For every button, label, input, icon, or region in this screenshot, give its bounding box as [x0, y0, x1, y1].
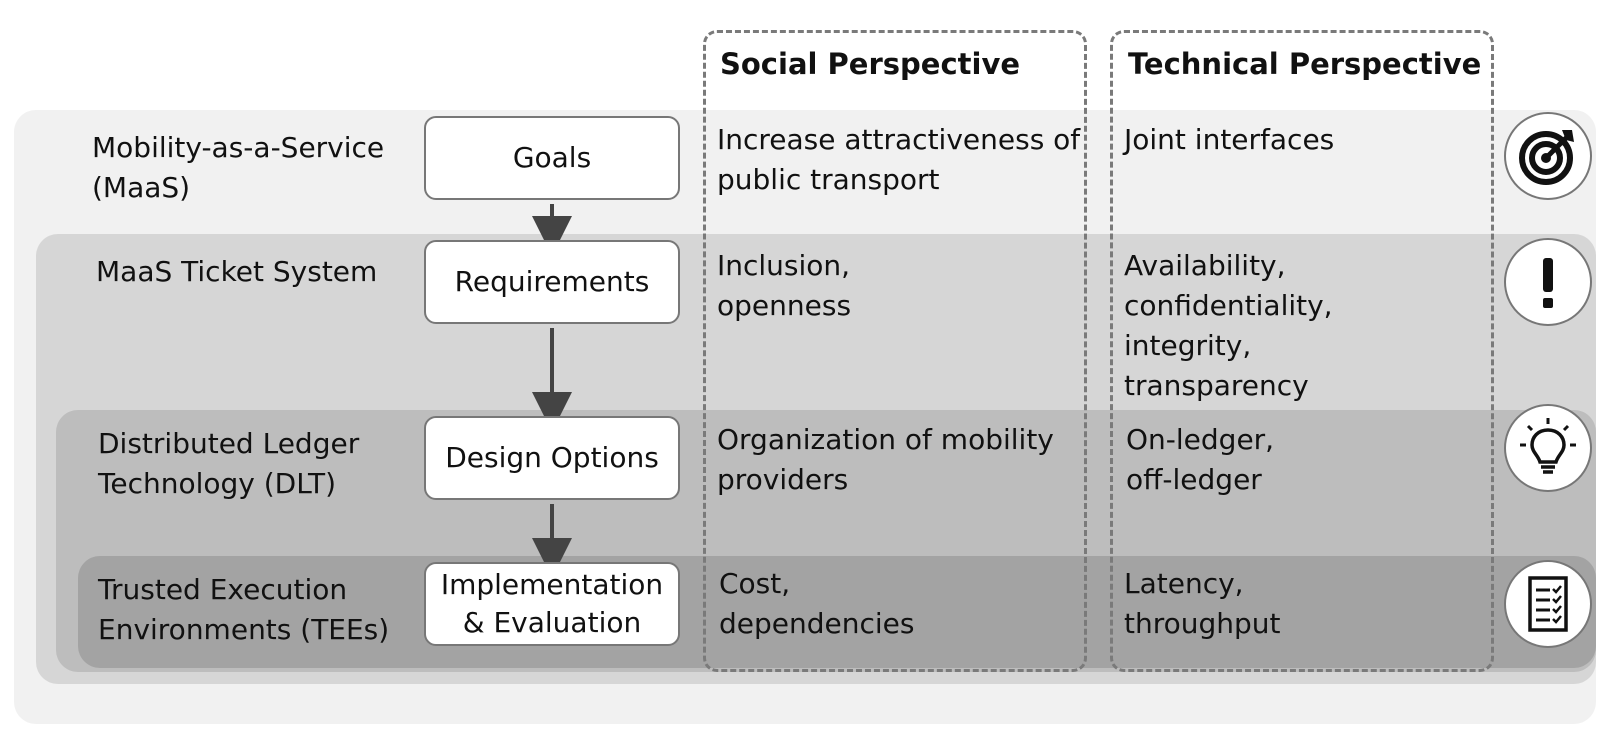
stage-design-options: Design Options	[424, 416, 680, 500]
technical-perspective-title: Technical Perspective	[1128, 47, 1482, 81]
social-requirements: Inclusion, openness	[717, 249, 852, 322]
social-implementation: Cost, dependencies	[719, 567, 915, 640]
target-icon	[1504, 112, 1592, 200]
social-design-options: Organization of mobility providers	[717, 423, 1054, 496]
stage-requirements: Requirements	[424, 240, 680, 324]
stage-implementation-evaluation: Implementation & Evaluation	[424, 562, 680, 646]
technical-implementation: Latency, throughput	[1124, 567, 1281, 640]
social-perspective-title: Social Perspective	[720, 47, 1021, 81]
technical-design-options: On-ledger, off-ledger	[1126, 423, 1275, 496]
checklist-icon	[1504, 560, 1592, 648]
layer-label-ticket-system: MaaS Ticket System	[96, 255, 378, 288]
lightbulb-icon	[1504, 404, 1592, 492]
social-perspective-frame	[703, 30, 1087, 672]
technical-requirements: Availability, confidentiality, integrity…	[1124, 249, 1333, 402]
layer-label-maas: Mobility-as-a-Service (MaaS)	[92, 131, 385, 204]
technical-goals: Joint interfaces	[1124, 123, 1335, 156]
tee-layer	[78, 556, 1596, 668]
social-goals: Increase attractiveness of public transp…	[717, 123, 1081, 196]
technical-perspective-frame	[1110, 30, 1494, 672]
layer-label-dlt: Distributed Ledger Technology (DLT)	[98, 427, 360, 500]
layer-label-tee: Trusted Execution Environments (TEEs)	[98, 573, 390, 646]
stage-goals: Goals	[424, 116, 680, 200]
exclamation-icon	[1504, 238, 1592, 326]
